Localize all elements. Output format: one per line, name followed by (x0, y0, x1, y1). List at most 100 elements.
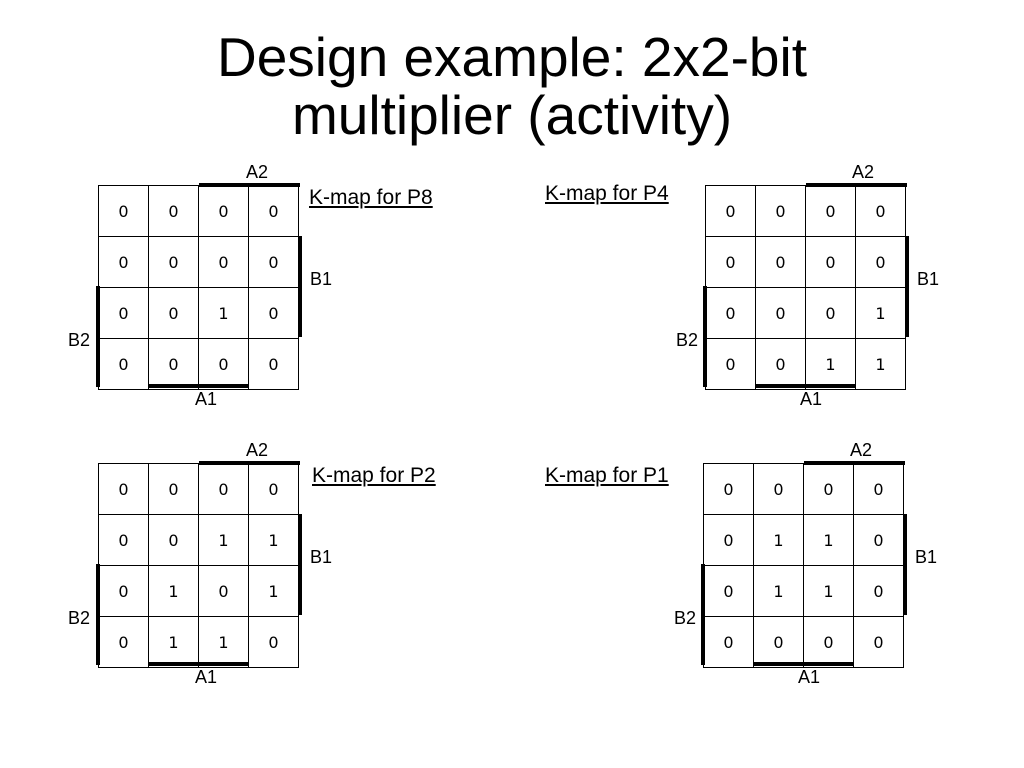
kmap-title-p2: K-map for P2 (312, 464, 436, 487)
a1-bar (755, 384, 856, 388)
b2-bar (96, 286, 100, 387)
kmap-title-p4: K-map for P4 (545, 182, 669, 205)
kmap-cell: 0 (98, 185, 149, 237)
kmap-cell: 1 (198, 616, 249, 668)
kmap-cell: 1 (803, 565, 854, 617)
kmap-cell: 0 (853, 463, 904, 515)
kmap-cell: 1 (753, 565, 804, 617)
kmap-row: 0 0 1 0 (98, 287, 299, 339)
a1-bar (148, 384, 249, 388)
kmap-cell: 0 (248, 236, 299, 288)
kmap-row: 0 0 0 0 (705, 236, 906, 288)
kmap-cell: 0 (853, 565, 904, 617)
kmap-cell: 0 (248, 338, 299, 390)
kmap-cell: 0 (248, 185, 299, 237)
kmap-cell: 0 (853, 514, 904, 566)
kmap-row: 0 0 0 0 (703, 463, 904, 515)
kmap-cell: 1 (805, 338, 856, 390)
a1-bar (148, 662, 249, 666)
kmap-cell: 0 (705, 338, 756, 390)
label-a1: A1 (798, 667, 821, 687)
label-a1: A1 (800, 389, 823, 409)
kmap-cell: 0 (705, 185, 756, 237)
kmap-grid: 0 0 0 0 0 1 1 0 0 1 1 0 0 0 0 0 (703, 463, 904, 668)
kmap-row: 0 1 0 1 (98, 565, 299, 617)
kmap-cell: 0 (98, 287, 149, 339)
label-a2: A2 (246, 162, 269, 182)
kmap-row: 0 0 0 0 (98, 185, 299, 237)
b1-bar (903, 514, 907, 615)
kmap-cell: 0 (198, 565, 249, 617)
kmap-cell: 0 (703, 565, 754, 617)
kmap-cell: 0 (855, 236, 906, 288)
b1-bar (298, 236, 302, 337)
kmap-p4: A2 0 0 0 0 0 0 0 0 0 0 0 1 0 0 1 1 B1 B2 (661, 162, 939, 409)
label-a2: A2 (246, 440, 269, 460)
label-a1: A1 (195, 667, 218, 687)
kmap-cell: 1 (855, 338, 906, 390)
slide-title: Design example: 2x2-bit multiplier (acti… (0, 28, 1024, 144)
kmap-cell: 0 (805, 287, 856, 339)
kmap-title-p8: K-map for P8 (309, 186, 433, 209)
kmap-cell: 1 (148, 616, 199, 668)
label-a2: A2 (852, 162, 875, 182)
kmap-cell: 0 (805, 236, 856, 288)
label-b1: B1 (310, 269, 333, 289)
kmap-row: 0 0 0 0 (703, 616, 904, 668)
kmap-row: 0 0 0 0 (98, 236, 299, 288)
kmap-cell: 0 (248, 463, 299, 515)
kmap-cell: 0 (248, 287, 299, 339)
kmap-cell: 0 (803, 616, 854, 668)
kmap-cell: 0 (98, 565, 149, 617)
kmap-cell: 0 (98, 514, 149, 566)
kmap-cell: 0 (248, 616, 299, 668)
kmap-cell: 1 (753, 514, 804, 566)
kmap-p1: A2 0 0 0 0 0 1 1 0 0 1 1 0 0 0 0 0 B1 B2 (659, 440, 937, 687)
kmap-row: 0 1 1 0 (703, 514, 904, 566)
kmap-cell: 1 (198, 287, 249, 339)
kmap-row: 0 0 0 0 (705, 185, 906, 237)
label-b2: B2 (674, 608, 697, 628)
kmap-row: 0 1 1 0 (703, 565, 904, 617)
kmap-cell: 0 (148, 287, 199, 339)
kmap-p8: A2 0 0 0 0 0 0 0 0 0 0 1 0 0 0 0 0 B1 B2 (54, 162, 332, 409)
kmap-grid: 0 0 0 0 0 0 0 0 0 0 1 0 0 0 0 0 (98, 185, 299, 390)
kmap-cell: 1 (803, 514, 854, 566)
title-line-1: Design example: 2x2-bit (216, 26, 807, 88)
kmap-cell: 0 (148, 185, 199, 237)
kmap-cell: 0 (98, 463, 149, 515)
kmap-cell: 0 (98, 236, 149, 288)
kmap-row: 0 1 1 0 (98, 616, 299, 668)
kmap-cell: 0 (705, 287, 756, 339)
kmap-cell: 1 (198, 514, 249, 566)
kmap-cell: 0 (803, 463, 854, 515)
label-b1: B1 (915, 547, 938, 567)
kmap-cell: 0 (148, 463, 199, 515)
kmap-cell: 0 (853, 616, 904, 668)
kmap-cell: 0 (198, 338, 249, 390)
kmap-cell: 0 (703, 514, 754, 566)
b1-bar (298, 514, 302, 615)
kmap-cell: 0 (705, 236, 756, 288)
label-b1: B1 (310, 547, 333, 567)
title-line-2: multiplier (activity) (291, 84, 733, 146)
b2-bar (96, 564, 100, 665)
kmap-cell: 0 (805, 185, 856, 237)
kmap-cell: 0 (753, 616, 804, 668)
label-b2: B2 (68, 330, 91, 350)
kmap-cell: 0 (703, 616, 754, 668)
kmap-cell: 0 (753, 463, 804, 515)
kmap-cell: 1 (148, 565, 199, 617)
kmap-row: 0 0 0 0 (98, 338, 299, 390)
kmap-cell: 0 (98, 338, 149, 390)
kmap-cell: 0 (148, 338, 199, 390)
kmap-grid: 0 0 0 0 0 0 1 1 0 1 0 1 0 1 1 0 (98, 463, 299, 668)
b2-bar (701, 564, 705, 665)
kmap-row: 0 0 0 0 (98, 463, 299, 515)
kmap-cell: 0 (148, 514, 199, 566)
label-b2: B2 (68, 608, 91, 628)
label-b2: B2 (676, 330, 699, 350)
kmap-cell: 0 (98, 616, 149, 668)
a1-bar (753, 662, 854, 666)
kmap-row: 0 0 1 1 (705, 338, 906, 390)
